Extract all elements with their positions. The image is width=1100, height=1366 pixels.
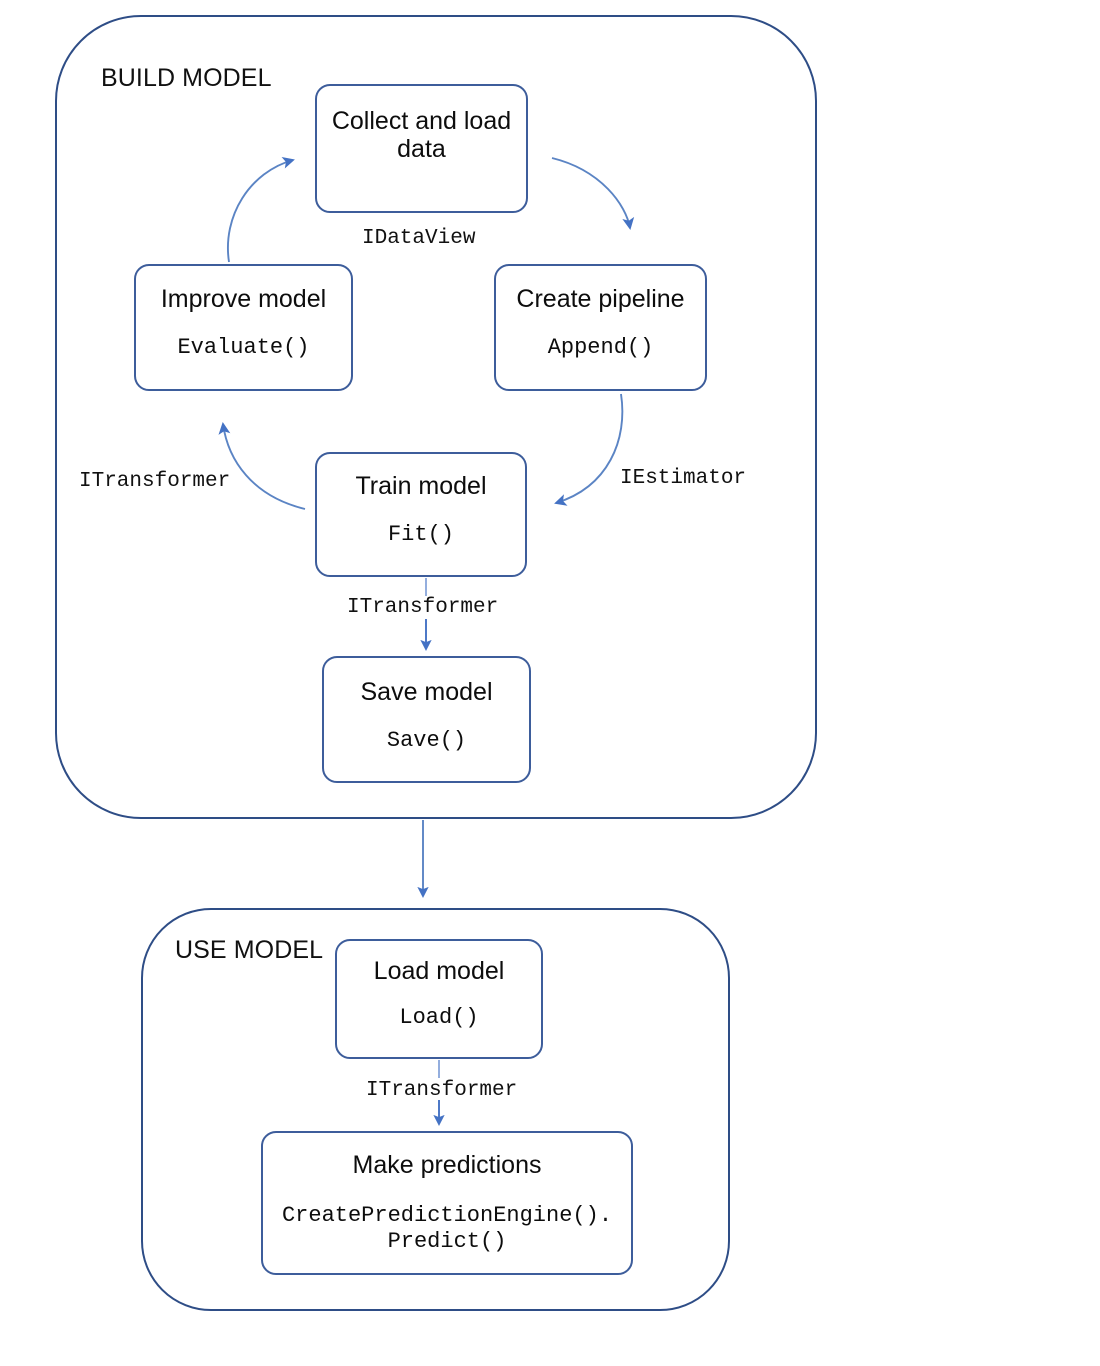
group-use-model xyxy=(141,908,730,1311)
node-code: Append() xyxy=(547,335,654,360)
node-code: CreatePredictionEngine(). Predict() xyxy=(281,1203,613,1254)
node-code: Save() xyxy=(386,728,467,753)
edge-label-itransformer-train-save: ITransformer xyxy=(347,596,499,619)
node-title: Load model xyxy=(373,957,505,985)
node-improve-model[interactable]: Improve model Evaluate() xyxy=(134,264,353,391)
edge-label-itransformer-train-improve: ITransformer xyxy=(79,470,231,493)
node-make-predictions[interactable]: Make predictions CreatePredictionEngine(… xyxy=(261,1131,633,1275)
node-title: Train model xyxy=(355,472,487,500)
node-code: Evaluate() xyxy=(177,335,310,360)
edge-label-idataview: IDataView xyxy=(362,227,476,250)
node-code: Fit() xyxy=(387,522,454,547)
node-train-model[interactable]: Train model Fit() xyxy=(315,452,527,577)
node-title: Improve model xyxy=(160,285,327,313)
edge-label-itransformer-load-predictions: ITransformer xyxy=(366,1079,518,1102)
group-label-build-model: BUILD MODEL xyxy=(101,64,272,92)
node-title: Make predictions xyxy=(352,1151,542,1179)
edge-label-iestimator: IEstimator xyxy=(620,467,747,490)
node-title: Save model xyxy=(360,678,493,706)
node-collect-and-load-data[interactable]: Collect and load data xyxy=(315,84,528,213)
node-save-model[interactable]: Save model Save() xyxy=(322,656,531,783)
group-build-model xyxy=(55,15,817,819)
node-create-pipeline[interactable]: Create pipeline Append() xyxy=(494,264,707,391)
node-code: Load() xyxy=(399,1005,479,1030)
group-label-use-model: USE MODEL xyxy=(175,936,324,964)
node-title: Collect and load data xyxy=(331,107,512,163)
node-title: Create pipeline xyxy=(516,285,685,313)
node-load-model[interactable]: Load model Load() xyxy=(335,939,543,1059)
